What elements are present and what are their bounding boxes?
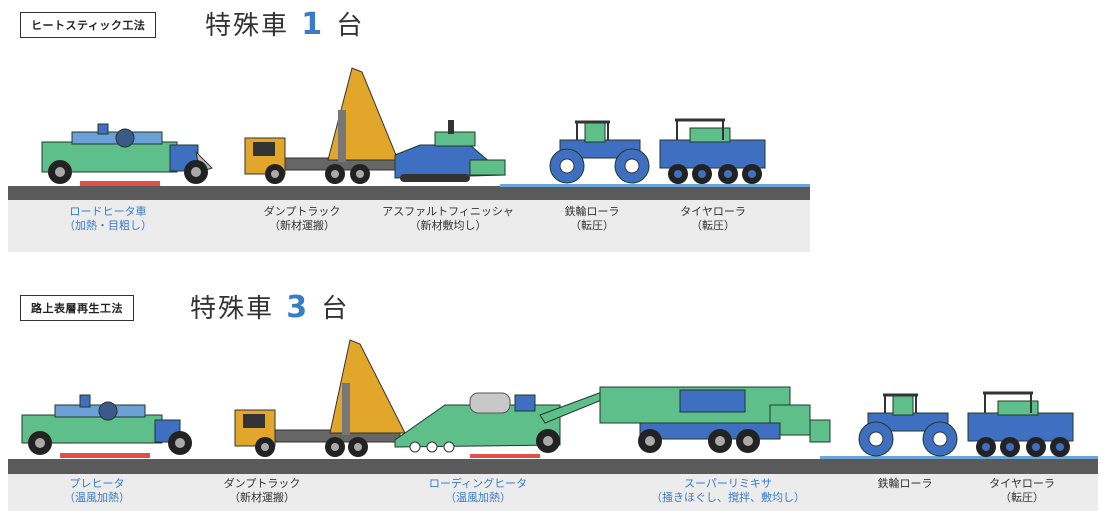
steel-roller-icon [858, 393, 958, 457]
heading-suffix: 台 [336, 11, 365, 41]
label-steel-roller: 鉄輪ローラ （転圧） [564, 205, 620, 232]
vehicle-count: 3 [286, 290, 310, 325]
vehicle-count-heading: 特殊車 3 台 [190, 288, 349, 325]
label-loading-heater: ローディングヒータ （温風加熱） [428, 477, 528, 504]
method-tag: 路上表層再生工法 [20, 295, 134, 321]
heading-prefix: 特殊車 [190, 294, 275, 324]
heading-suffix: 台 [321, 294, 350, 324]
equipment-scene [8, 67, 810, 252]
vehicle-count-heading: 特殊車 1 台 [205, 5, 364, 42]
section-surface-recycling: 路上表層再生工法 特殊車 3 台 [0, 255, 1106, 511]
label-road-heater: ロードヒータ車 （加熱・目粗し） [64, 205, 152, 232]
label-steel-roller: 鉄輪ローラ [877, 477, 933, 490]
label-band [8, 200, 810, 252]
vehicle-count: 1 [301, 7, 325, 42]
label-dump-truck: ダンプトラック （新材運搬） [223, 477, 301, 504]
label-band [8, 474, 1098, 511]
label-tire-roller: タイヤローラ （転圧） [989, 477, 1055, 504]
road-heater-vehicle-icon [41, 123, 213, 186]
new-pavement-line [500, 184, 810, 187]
equipment-scene [8, 339, 1098, 511]
pre-heater-icon [21, 394, 192, 458]
method-tag: ヒートスティック工法 [20, 12, 157, 38]
label-asphalt-finisher: アスファルトフィニッシャ （新材敷均し） [382, 205, 514, 232]
steel-roller-icon [549, 120, 650, 184]
tire-roller-icon [967, 391, 1074, 457]
road-surface [8, 186, 810, 200]
label-tire-roller: タイヤローラ （転圧） [680, 205, 746, 232]
label-super-remixer: スーパーリミキサ （掻きほぐし、撹拌、敷均し） [651, 477, 805, 504]
dump-truck-icon [244, 67, 399, 184]
section-heat-stick: ヒートスティック工法 特殊車 1 台 [0, 0, 1106, 255]
asphalt-finisher-icon [394, 120, 507, 182]
heading-prefix: 特殊車 [205, 11, 290, 41]
new-pavement-line [820, 456, 1098, 459]
road-surface [8, 459, 1098, 474]
label-pre-heater: プレヒータ （温風加熱） [64, 477, 130, 504]
dump-truck-icon [234, 339, 406, 457]
label-dump-truck: ダンプトラック （新材運搬） [263, 205, 341, 232]
super-remixer-icon [599, 386, 831, 453]
tire-roller-icon [659, 118, 766, 184]
loading-heater-icon [394, 388, 615, 458]
